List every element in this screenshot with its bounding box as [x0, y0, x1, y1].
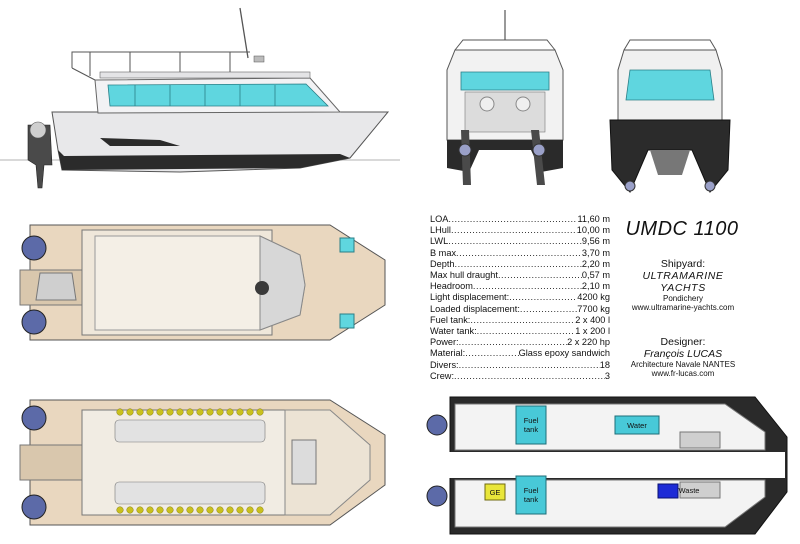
spec-leader-dots [473, 281, 582, 292]
spec-row: LHull 10,00 m [430, 225, 610, 236]
spec-row: Max hull draught 0,57 m [430, 270, 610, 281]
spec-leader-dots [454, 371, 605, 382]
designer-heading: Designer: [660, 336, 706, 348]
spec-value: 2 x 400 l [575, 314, 610, 325]
spec-row: Crew: 3 [430, 371, 610, 382]
spec-leader-dots [459, 337, 567, 348]
spec-name: Fuel tank: [430, 314, 471, 325]
spec-row: Light displacement: 4200 kg [430, 292, 610, 303]
spec-value: 7700 kg [577, 303, 610, 314]
spec-value: 18 [599, 359, 610, 370]
designer-name: François LUCAS [643, 348, 723, 360]
spec-name: Depth [430, 258, 455, 269]
fuel-tank-label-1: Fuel tank [523, 416, 539, 434]
spec-leader-dots [520, 304, 577, 315]
shipyard-name-2: YACHTS [660, 282, 706, 294]
spec-value: 3,70 m [581, 247, 610, 258]
spec-name: Divers: [430, 359, 459, 370]
spec-name: Water tank: [430, 326, 477, 337]
hull-layout-drawing [425, 396, 788, 535]
spec-leader-dots [448, 236, 582, 247]
diver-deck-drawing [19, 399, 386, 526]
spec-value: 9,56 m [581, 236, 610, 247]
shipyard-location: Pondichery [662, 294, 704, 303]
spec-name: Max hull draught [430, 270, 498, 281]
designer-website: www.fr-lucas.com [651, 369, 715, 378]
water-tank-label: Water [627, 421, 647, 430]
spec-name: LOA [430, 214, 449, 224]
fuel-tank-label-2: Fuel tank [523, 486, 539, 504]
spec-name: Crew: [430, 370, 454, 381]
spec-leader-dots [451, 225, 577, 236]
spec-leader-dots [465, 348, 518, 359]
side-profile-drawing [0, 7, 400, 189]
spec-value: 0,57 m [581, 270, 610, 281]
spec-value: 1 x 200 l [575, 326, 610, 337]
spec-name: Material: [430, 348, 466, 359]
spec-name: Power: [430, 337, 459, 348]
spec-leader-dots [448, 214, 577, 225]
deck-plan-drawing [19, 224, 386, 341]
fuel-tank-2 [515, 475, 547, 515]
shipyard-heading: Shipyard: [660, 258, 706, 270]
spec-name: LWL [430, 236, 449, 247]
spec-value: 11,60 m [577, 214, 610, 224]
spec-name: B max [430, 247, 457, 258]
spec-row: Divers: 18 [430, 360, 610, 371]
designer-block: Designer: François LUCAS Architecture Na… [608, 336, 758, 378]
shipyard-website: www.ultramarine-yachts.com [631, 303, 735, 312]
fuel-tank-1 [515, 405, 547, 445]
spec-row: Fuel tank: 2 x 400 l [430, 315, 610, 326]
spec-name: LHull [430, 225, 451, 236]
spec-row: Material: Glass epoxy sandwich [430, 348, 610, 359]
spec-row: Water tank: 1 x 200 l [430, 326, 610, 337]
ge-box [484, 483, 506, 501]
spec-value: 10,00 m [576, 225, 610, 236]
shipyard-block: Shipyard: ULTRAMARINE YACHTS Pondichery … [608, 258, 758, 312]
spec-row: Loaded displacement: 7700 kg [430, 304, 610, 315]
rear-view-drawing [446, 10, 564, 185]
spec-leader-dots [456, 248, 582, 259]
waste-label: Waste [678, 486, 700, 495]
spec-row: LWL 9,56 m [430, 236, 610, 247]
water-tank [614, 415, 660, 435]
spec-leader-dots [509, 292, 577, 303]
spec-row: LOA 11,60 m [430, 214, 610, 225]
spec-leader-dots [459, 360, 600, 371]
spec-value: 2,10 m [581, 281, 610, 292]
ge-label: GE [489, 488, 501, 497]
spec-name: Light displacement: [430, 292, 510, 303]
spec-name: Headroom [430, 281, 473, 292]
waste-tank [657, 483, 679, 499]
spec-value: 2 x 220 hp [567, 337, 610, 348]
shipyard-name-1: ULTRAMARINE [642, 270, 724, 282]
spec-list: LOA 11,60 m LHull 10,00 m LWL 9,56 m B max 3,70… [430, 214, 610, 382]
spec-leader-dots [470, 315, 575, 326]
spec-value: 2,20 m [581, 258, 610, 269]
model-title: UMDC 1100 [625, 218, 739, 240]
designer-firm: Architecture Navale NANTES [630, 360, 736, 369]
spec-row: Depth 2,20 m [430, 259, 610, 270]
spec-row: B max 3,70 m [430, 248, 610, 259]
spec-value: Glass epoxy sandwich [518, 348, 610, 359]
spec-row: Power: 2 x 220 hp [430, 337, 610, 348]
spec-leader-dots [498, 270, 582, 281]
spec-row: Headroom 2,10 m [430, 281, 610, 292]
spec-value: 4200 kg [577, 292, 610, 303]
spec-value: 3 [604, 370, 610, 381]
spec-name: Loaded displacement: [430, 303, 520, 314]
spec-leader-dots [455, 259, 582, 270]
spec-leader-dots [477, 326, 576, 337]
front-view-drawing [609, 39, 731, 193]
